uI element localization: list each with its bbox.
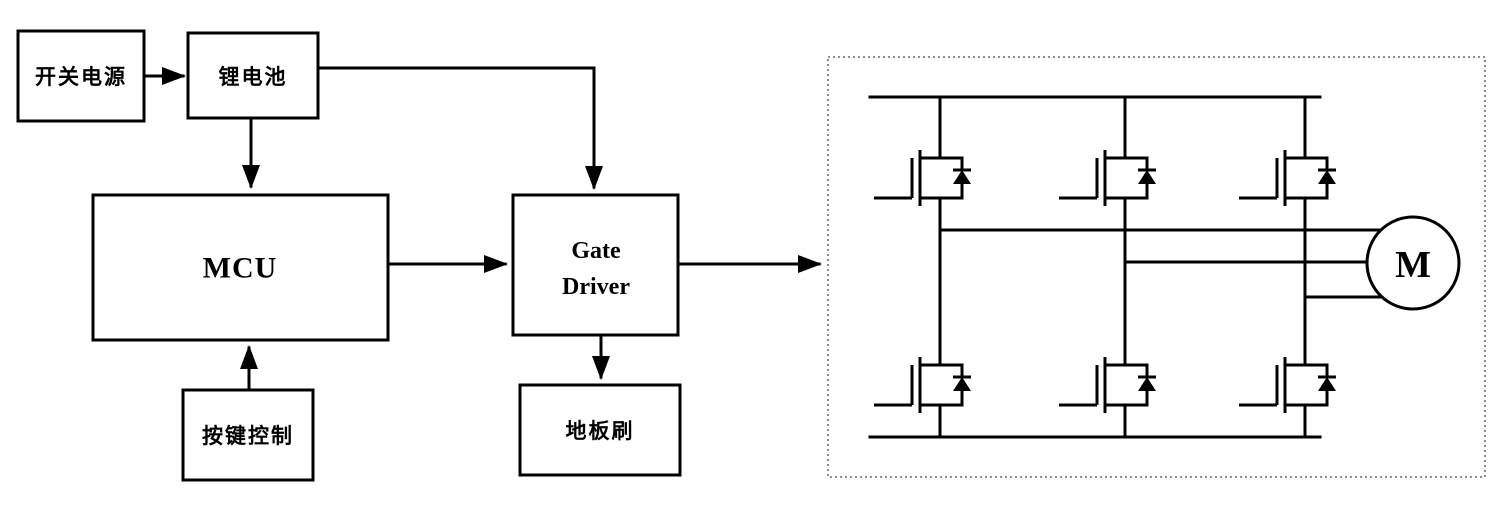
mosfet-q4-icon bbox=[1057, 325, 1158, 439]
motor-circle bbox=[1365, 215, 1461, 311]
motor-label: M bbox=[1395, 244, 1431, 286]
battery-box bbox=[186, 31, 320, 120]
power-supply-block: 开关电源 bbox=[16, 29, 146, 123]
power-supply-label: 开关电源 bbox=[35, 65, 127, 89]
mcu-block: MCU bbox=[91, 193, 390, 342]
mosfet-q3-icon bbox=[1057, 118, 1158, 232]
arrow-battery-to-gate-driver bbox=[316, 66, 603, 190]
button-control-box bbox=[181, 388, 315, 482]
floor-brush-label: 地板刷 bbox=[566, 419, 635, 443]
gate-driver-block: Gate Driver bbox=[511, 193, 680, 337]
gate-driver-box bbox=[511, 193, 680, 337]
button-control-block: 按键控制 bbox=[181, 388, 315, 482]
power-supply-box bbox=[16, 29, 146, 123]
floor-brush-block: 地板刷 bbox=[518, 383, 682, 477]
inverter-dashed-box bbox=[827, 56, 1486, 478]
mosfet-q1-icon bbox=[872, 118, 973, 232]
mosfet-q2-icon bbox=[872, 325, 973, 439]
inverter-circuit: M bbox=[868, 95, 1461, 439]
mcu-box bbox=[91, 193, 390, 342]
gate-driver-label-line1: Gate bbox=[571, 238, 621, 264]
button-control-label: 按键控制 bbox=[202, 424, 294, 448]
gate-driver-label-line2: Driver bbox=[562, 274, 630, 300]
battery-label: 锂电池 bbox=[219, 65, 288, 89]
mcu-label: MCU bbox=[203, 252, 278, 285]
mosfet-q6-icon bbox=[1237, 325, 1338, 439]
battery-block: 锂电池 bbox=[186, 31, 320, 120]
mosfet-q5-icon bbox=[1237, 118, 1338, 232]
floor-brush-box bbox=[518, 383, 682, 477]
